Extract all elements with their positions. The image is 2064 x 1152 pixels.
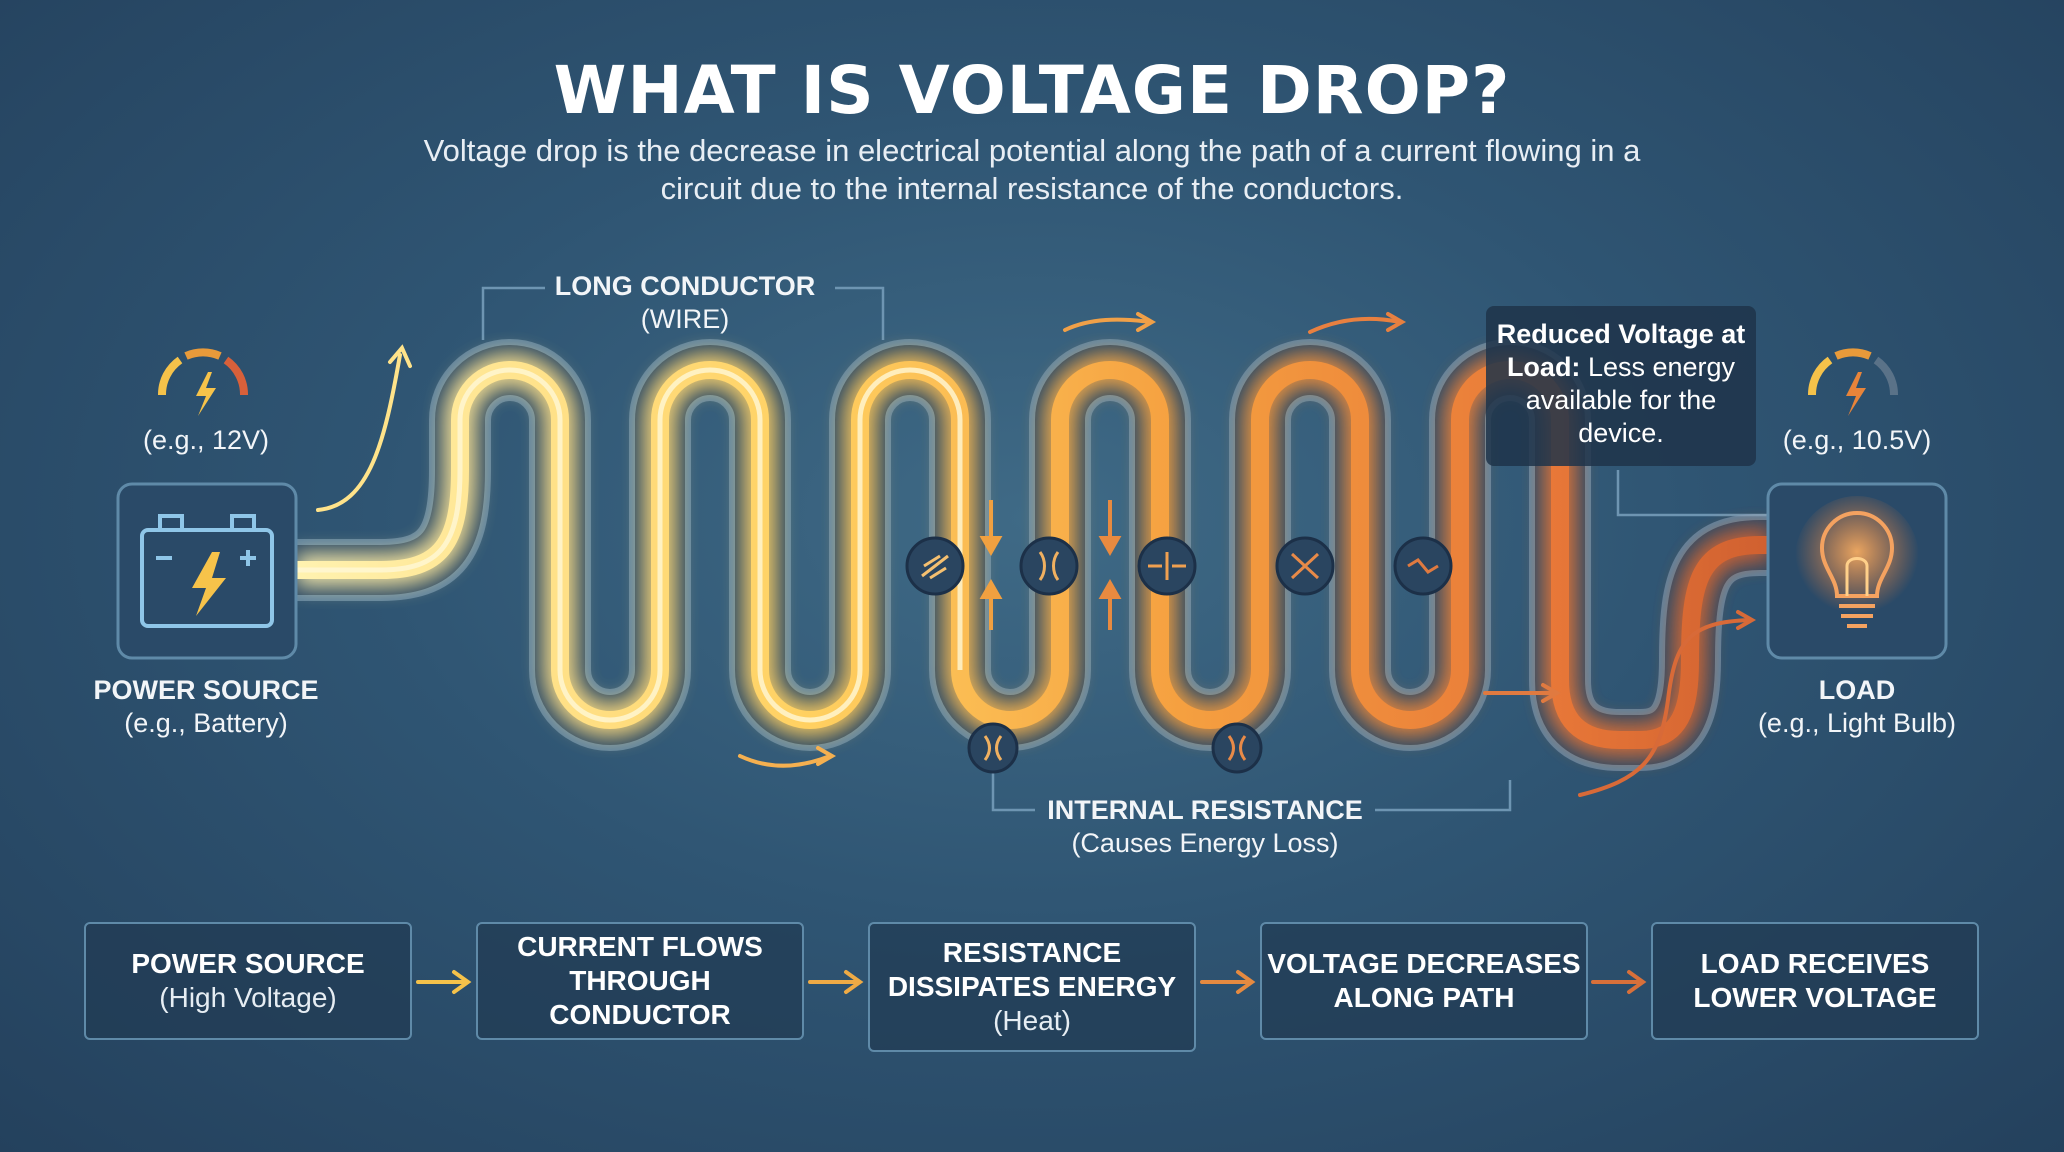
lightning-icon	[192, 552, 226, 616]
load-example: (e.g., Light Bulb)	[1757, 708, 1957, 738]
reduced-voltage-note: Reduced Voltage at Load: Less energy ava…	[1486, 306, 1756, 466]
arrow-icon	[316, 353, 402, 512]
lightbulb-icon	[1819, 511, 1895, 628]
lightning-icon	[1846, 372, 1866, 416]
battery-icon	[140, 514, 274, 628]
step-sub: (Heat)	[993, 1005, 1071, 1036]
conductor-sub: (WIRE)	[640, 304, 730, 334]
compression-arrows	[979, 500, 1122, 630]
source-label: POWER SOURCE	[93, 675, 319, 705]
arrow-icon	[1591, 970, 1647, 994]
reduced-connector	[1616, 470, 1768, 517]
conductor-bracket	[481, 286, 885, 340]
step-title: RESISTANCE DISSIPATES ENERGY	[887, 937, 1177, 1002]
resistor-icon	[1019, 536, 1079, 596]
gauge-icon	[1807, 348, 1899, 416]
resistance-sub: (Causes Energy Loss)	[1071, 828, 1339, 858]
load-box	[1766, 482, 1948, 660]
arrow-icon	[1578, 618, 1752, 797]
load-voltage-label: (e.g., 10.5V)	[1782, 425, 1932, 455]
step-title: POWER SOURCE	[131, 948, 365, 979]
page-subtitle: Voltage drop is the decrease in electric…	[423, 133, 1641, 206]
resistor-icon	[905, 536, 965, 596]
resistor-icon	[967, 722, 1019, 774]
arrow-icon	[738, 754, 832, 768]
arrow-icon	[1200, 970, 1256, 994]
step-current-flows: CURRENT FLOWS THROUGH CONDUCTOR	[476, 922, 804, 1040]
step-title: VOLTAGE DECREASES ALONG PATH	[1267, 948, 1581, 1013]
lightning-icon	[196, 372, 216, 416]
load-label: LOAD	[1818, 675, 1896, 705]
resistance-label: INTERNAL RESISTANCE	[1047, 795, 1363, 825]
resistor-icon	[1211, 722, 1263, 774]
resistor-icon	[1393, 536, 1453, 596]
source-example: (e.g., Battery)	[124, 708, 288, 738]
page-title: WHAT IS VOLTAGE DROP?	[553, 52, 1511, 129]
arrow-icon	[1063, 317, 1152, 332]
arrow-icon	[1308, 316, 1402, 334]
reduced-voltage-heading: Reduced Voltage at Load:	[1496, 319, 1746, 382]
power-source-box	[116, 482, 298, 660]
step-title: LOAD RECEIVES LOWER VOLTAGE	[1693, 948, 1937, 1013]
step-sub: (High Voltage)	[159, 982, 337, 1013]
step-arrows	[416, 970, 1647, 994]
arrow-icon	[416, 970, 472, 994]
resistor-icon	[1275, 536, 1335, 596]
step-voltage-decreases: VOLTAGE DECREASES ALONG PATH	[1260, 922, 1588, 1040]
arrow-icon	[808, 970, 864, 994]
flow-arrows	[316, 312, 1757, 797]
step-power-source: POWER SOURCE (High Voltage)	[84, 922, 412, 1040]
conductor-label: LONG CONDUCTOR	[554, 271, 816, 301]
reduced-voltage-text: Less energy available for the device.	[1525, 352, 1736, 448]
source-voltage-label: (e.g., 12V)	[142, 425, 270, 455]
step-resistance: RESISTANCE DISSIPATES ENERGY (Heat)	[868, 922, 1196, 1052]
step-title: CURRENT FLOWS THROUGH CONDUCTOR	[517, 931, 763, 1030]
resistor-nodes	[905, 536, 1453, 774]
resistance-bracket	[991, 770, 1512, 812]
resistor-icon	[1137, 536, 1197, 596]
gauge-icon	[157, 348, 249, 416]
step-load-receives: LOAD RECEIVES LOWER VOLTAGE	[1651, 922, 1979, 1040]
